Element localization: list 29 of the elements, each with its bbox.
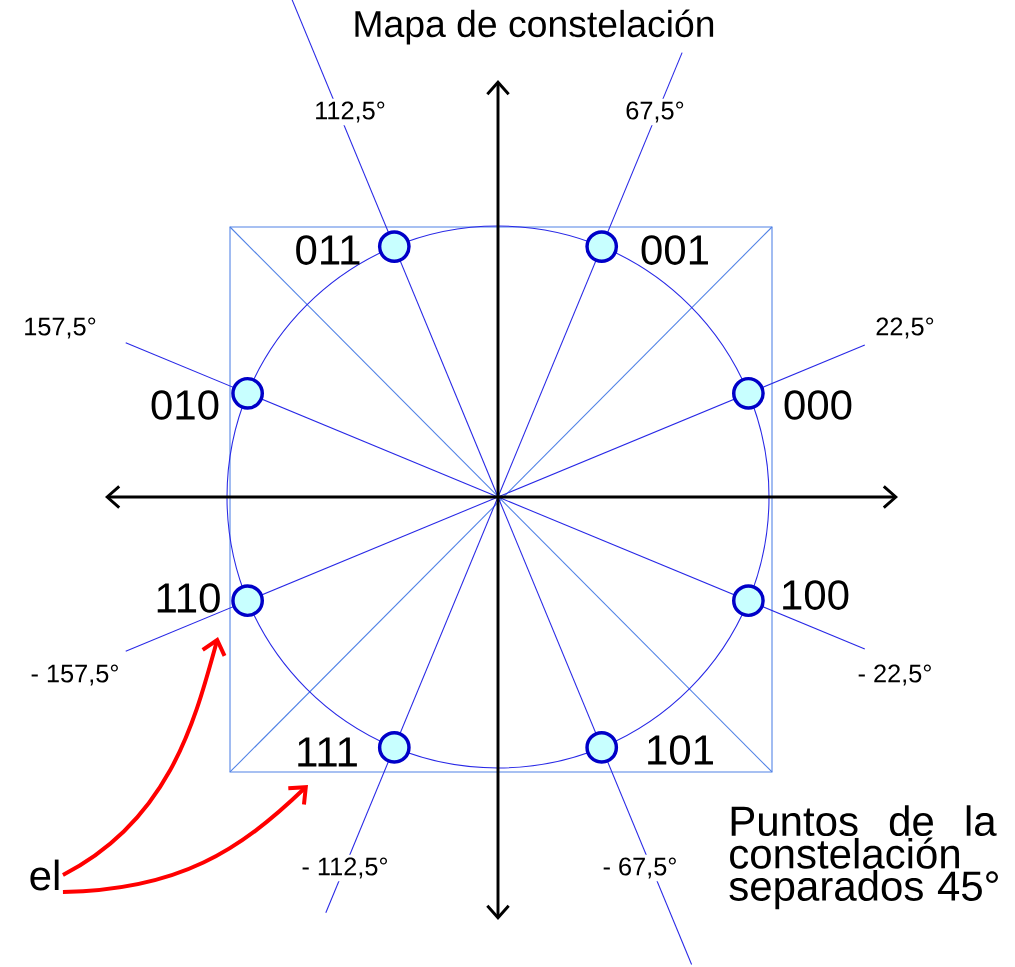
angle-label: - 112,5° [298,854,392,882]
angle-label: 157,5° [20,314,100,342]
point-label: 001 [641,235,708,265]
point-label: 011 [296,235,360,265]
point-label: 101 [648,735,713,765]
angle-label: 22,5° [872,314,938,342]
title: Mapa de constelación [355,9,714,45]
note-text: Puntos de la constelación separados 45° [729,805,998,910]
angle-label: - 22,5° [854,661,936,689]
constellation-point [732,584,765,618]
constellation-point [585,731,619,764]
point-label: 111 [298,737,357,767]
constellation-point [732,376,765,410]
point-label: 110 [157,583,220,613]
angle-label: 112,5° [311,98,389,126]
arrow [62,785,308,894]
text-label: el [30,859,59,891]
point-label: 010 [151,390,219,420]
angle-label: 67,5° [622,98,688,126]
angle-label: - 157,5° [27,661,123,689]
constellation-point [377,731,411,764]
point-label: 000 [784,390,852,420]
constellation-point [231,376,264,410]
constellation-point [231,584,264,618]
constellation-point [377,230,411,263]
constellation-point [585,230,619,263]
arrow [61,637,227,877]
angle-label: - 67,5° [599,854,681,882]
point-label: 100 [783,580,849,610]
